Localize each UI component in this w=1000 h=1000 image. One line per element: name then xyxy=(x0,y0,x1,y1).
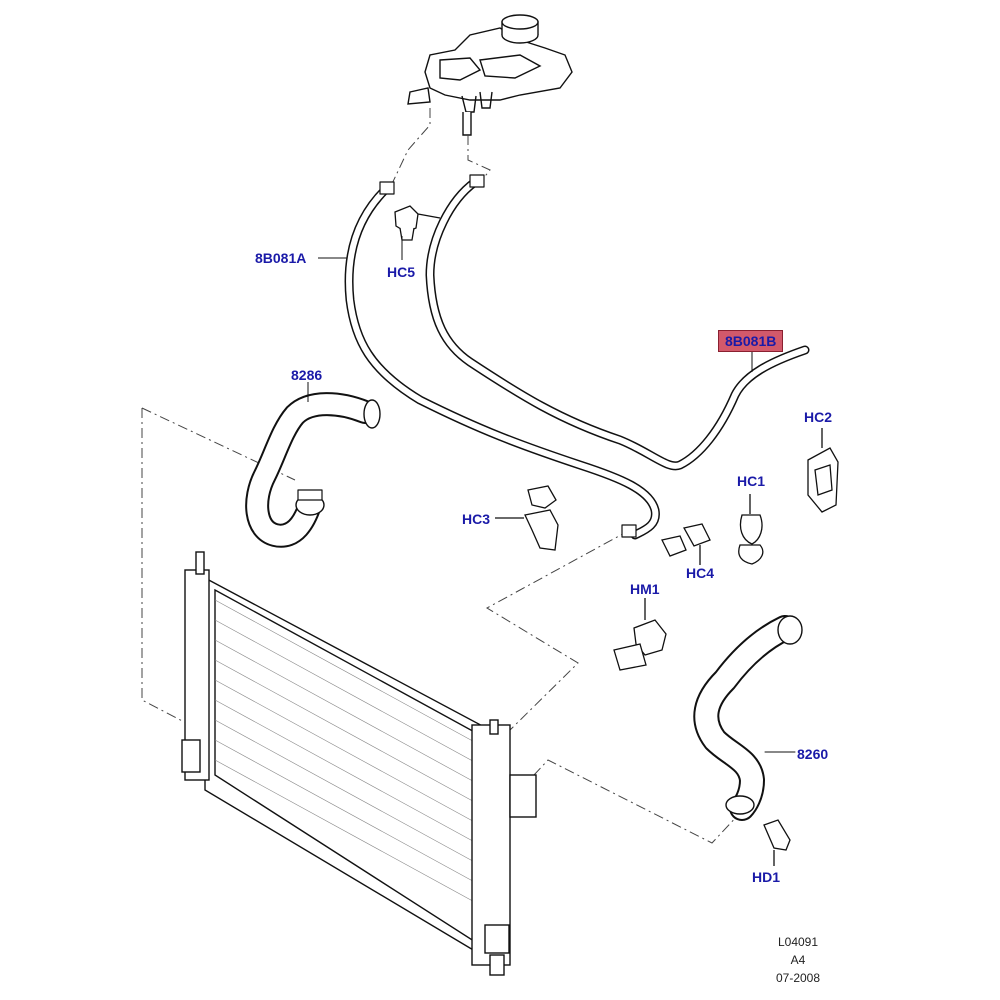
clip-hm1[interactable] xyxy=(613,598,667,671)
callout-8b081a[interactable]: 8B081A xyxy=(255,250,307,266)
clip-hc1[interactable] xyxy=(738,494,764,565)
drawing-number: L04091 xyxy=(777,935,819,949)
clip-hc4[interactable] xyxy=(661,523,711,565)
hose-8260[interactable] xyxy=(693,615,803,821)
callout-hd1[interactable]: HD1 xyxy=(752,869,781,885)
hose-8b081b[interactable] xyxy=(425,174,810,471)
callout-hc5[interactable]: HC5 xyxy=(387,264,416,280)
callout-8260[interactable]: 8260 xyxy=(797,746,829,762)
expansion-tank[interactable] xyxy=(407,14,573,136)
sheet-size: A4 xyxy=(790,953,806,967)
callout-8286[interactable]: 8286 xyxy=(291,367,323,383)
clip-hc5[interactable] xyxy=(394,205,441,241)
radiator[interactable] xyxy=(181,551,537,976)
callout-leaders xyxy=(307,236,753,402)
callout-hc1[interactable]: HC1 xyxy=(737,473,766,489)
clip-hc3[interactable] xyxy=(495,485,559,551)
callout-8b081b-highlighted[interactable]: 8B081B xyxy=(718,330,784,352)
callout-hm1[interactable]: HM1 xyxy=(630,581,660,597)
clip-hc2[interactable] xyxy=(807,428,839,513)
drawing-date: 07-2008 xyxy=(775,971,821,985)
hose-8b081a[interactable] xyxy=(344,181,660,540)
callout-hc4[interactable]: HC4 xyxy=(686,565,715,581)
clip-hd1[interactable] xyxy=(763,819,791,866)
hose-8286[interactable] xyxy=(245,392,381,548)
callout-hc2[interactable]: HC2 xyxy=(804,409,833,425)
callout-hc3[interactable]: HC3 xyxy=(462,511,491,527)
